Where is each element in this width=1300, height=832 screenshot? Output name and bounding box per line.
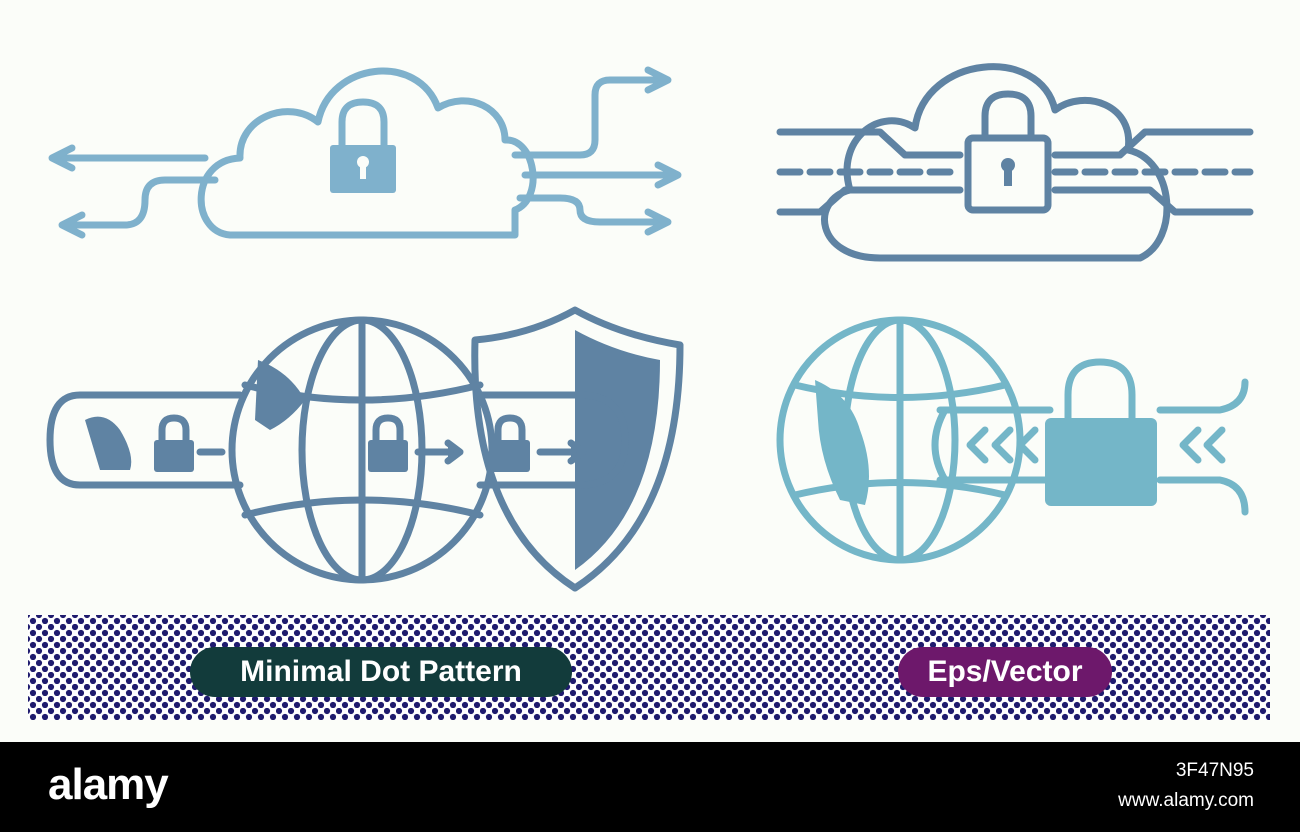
globe-icon xyxy=(228,316,496,584)
lock-icon xyxy=(1045,358,1157,506)
lock-icon xyxy=(490,414,530,472)
shield-icon xyxy=(471,306,684,592)
globe-lock-tunnel-icon xyxy=(776,316,1249,564)
pattern-label: Minimal Dot Pattern xyxy=(190,647,572,697)
cloud-lock-circuit-icon xyxy=(776,63,1254,262)
lock-icon xyxy=(964,90,1052,214)
lock-icon xyxy=(154,414,194,472)
lock-icon xyxy=(330,98,396,193)
site-url: www.alamy.com xyxy=(1118,790,1254,811)
format-label: Eps/Vector xyxy=(898,647,1112,697)
arrow-icon xyxy=(536,439,587,465)
watermark-footer: alamy 3F47N95 www.alamy.com xyxy=(0,742,1300,832)
brand-logo: alamy xyxy=(48,760,169,809)
globe-shield-lock-tunnel-icon xyxy=(46,306,684,592)
arrow-icon xyxy=(414,439,464,465)
lock-icon xyxy=(368,414,408,472)
globe-icon xyxy=(776,316,1024,564)
cloud-lock-arrows-icon xyxy=(48,66,682,239)
image-id: 3F47N95 xyxy=(1175,760,1254,781)
